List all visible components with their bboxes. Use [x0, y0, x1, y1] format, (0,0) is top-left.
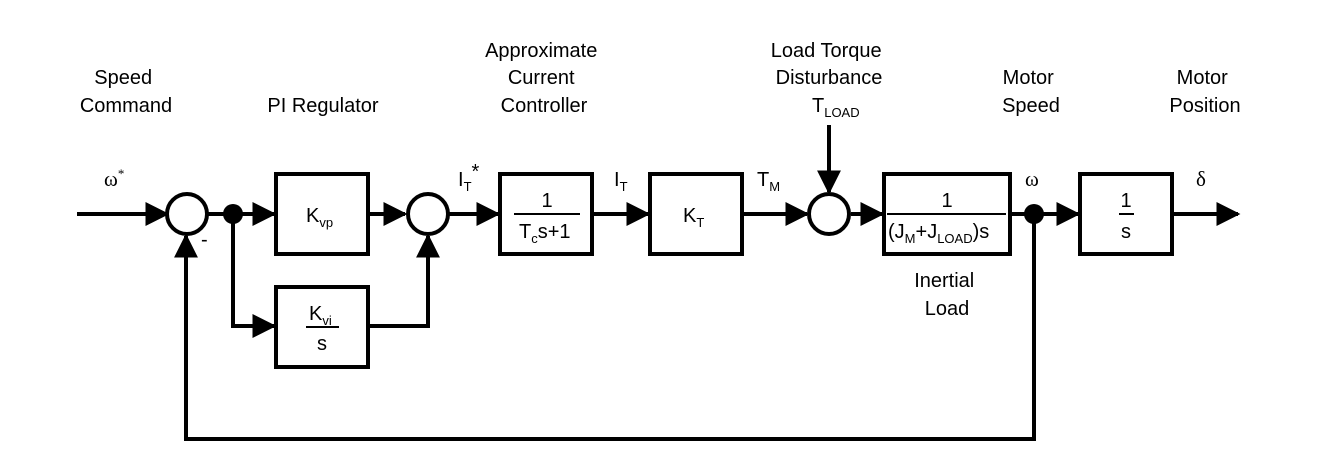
current-controller-label: Approximate Current Controller	[485, 40, 603, 117]
pi-summing-junction	[406, 192, 450, 236]
it-signal-label: IT	[614, 169, 628, 194]
minus-sign-label: -	[201, 229, 208, 251]
inertial-load-label: Inertial Load	[914, 270, 980, 320]
pi-regulator-label: PI Regulator	[267, 95, 379, 117]
motor-speed-label: Motor Speed	[1002, 67, 1060, 117]
torque-constant-block	[648, 172, 744, 256]
kvi-numerator-text: Kvi	[309, 303, 332, 328]
error-pickoff-dot	[223, 204, 243, 224]
tm-signal-label: TM	[757, 169, 780, 194]
kvi-to-sum-wire	[370, 233, 440, 328]
omega-signal-label: ω	[1025, 167, 1039, 191]
current-denominator-text: Tcs+1	[519, 221, 571, 246]
tload-signal-label: TLOAD	[812, 95, 860, 120]
omega-star-signal-label: ω*	[104, 166, 124, 191]
kvp-gain-block	[274, 172, 370, 256]
torque-summing-junction	[807, 192, 851, 236]
error-to-kvi-wire	[231, 214, 277, 338]
speed-pickoff-dot	[1024, 204, 1044, 224]
speed-command-label: Speed Command	[80, 67, 172, 117]
current-numerator-text: 1	[541, 190, 552, 212]
inertia-denominator-text: (JM+JLOAD)s	[888, 221, 989, 246]
kt-block-text: KT	[683, 205, 704, 230]
integrator-numerator-text: 1	[1120, 190, 1131, 212]
it-star-signal-label: IT*	[458, 161, 480, 194]
load-torque-label: Load Torque Disturbance	[771, 40, 887, 89]
inertia-numerator-text: 1	[941, 190, 952, 212]
motor-position-label: Motor Position	[1169, 67, 1240, 117]
speed-error-summing-junction	[165, 192, 209, 236]
kvp-block-text: Kvp	[306, 205, 333, 230]
speed-feedback-wire	[174, 214, 1036, 441]
integrator-denominator-text: s	[1121, 221, 1131, 243]
kvi-denominator-text: s	[317, 333, 327, 355]
delta-signal-label: δ	[1196, 167, 1206, 191]
